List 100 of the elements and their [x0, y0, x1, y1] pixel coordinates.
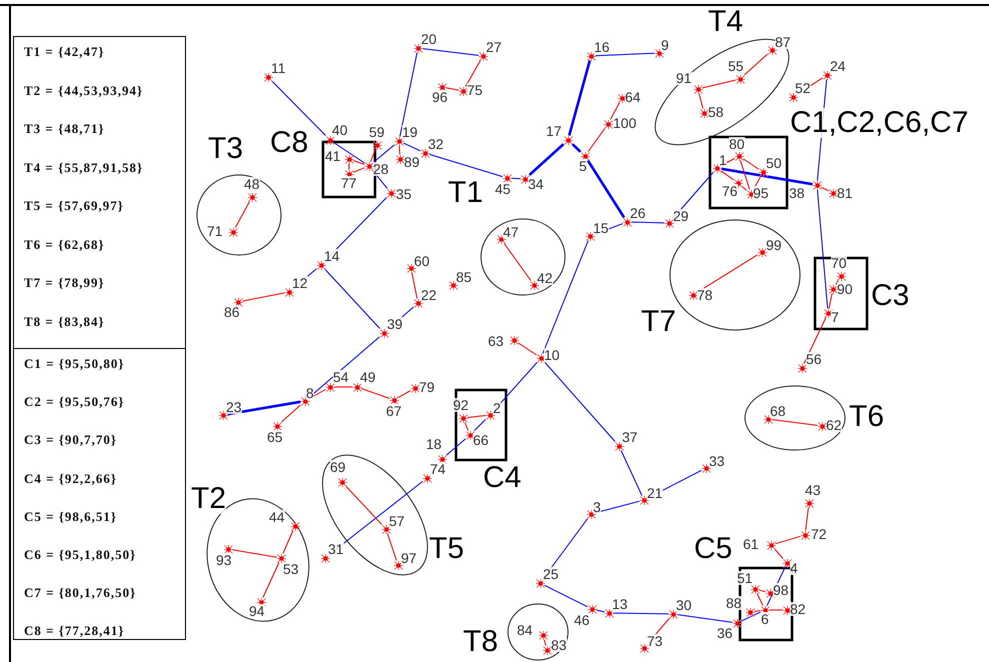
point-label: 30 — [676, 598, 692, 612]
point-label: 2 — [493, 401, 501, 415]
set-definition: T3 = {48,71} — [24, 122, 105, 135]
point-marker — [284, 288, 294, 296]
point-label: 44 — [269, 510, 285, 524]
point-marker — [640, 644, 648, 652]
point-label: 100 — [613, 116, 636, 130]
point-label: 77 — [341, 176, 357, 190]
set-definition: T8 = {83,84} — [24, 314, 105, 328]
link-line — [464, 422, 469, 431]
point-label: 57 — [389, 514, 405, 528]
point-marker — [394, 136, 404, 146]
point-marker — [734, 178, 742, 188]
point-label: 76 — [722, 184, 738, 198]
link-line — [775, 536, 801, 544]
point-label: 98 — [773, 583, 789, 597]
link-line — [429, 154, 503, 178]
link-line — [595, 52, 655, 56]
link-line — [446, 438, 466, 456]
link-line — [816, 189, 828, 309]
point-label: 55 — [728, 59, 744, 73]
link-line — [282, 530, 294, 554]
point-marker — [736, 74, 744, 84]
point-label: 84 — [517, 623, 533, 637]
point-marker — [224, 544, 232, 554]
link-line — [403, 142, 421, 152]
link-line — [465, 60, 481, 87]
point-marker — [420, 148, 430, 158]
link-line — [242, 292, 285, 302]
point-marker — [290, 522, 300, 530]
point-label: 20 — [421, 32, 437, 46]
point-marker — [822, 70, 832, 80]
set-definition: C4 = {92,2,66} — [24, 472, 118, 485]
point-marker — [604, 120, 612, 128]
point-marker — [248, 192, 256, 202]
point-label: 27 — [486, 40, 502, 54]
set-definition: T2 = {44,53,93,94} — [24, 84, 144, 96]
point-marker — [694, 84, 702, 94]
point-marker — [818, 422, 826, 430]
point-label: 89 — [404, 155, 420, 169]
point-marker — [344, 154, 354, 164]
point-marker — [536, 578, 544, 588]
link-line — [370, 149, 376, 162]
point-label: 86 — [224, 305, 240, 319]
point-marker — [466, 430, 474, 440]
point-marker — [486, 410, 494, 420]
point-label: 79 — [419, 380, 435, 394]
point-label: 46 — [574, 613, 590, 627]
point-label: 13 — [612, 597, 628, 611]
set-definition: T6 = {62,68} — [24, 238, 105, 250]
point-marker — [836, 272, 846, 280]
point-marker — [580, 152, 590, 160]
link-line — [422, 48, 479, 56]
point-marker — [344, 170, 354, 178]
point-label: 15 — [593, 221, 609, 235]
point-label: 72 — [811, 527, 827, 541]
link-line — [262, 562, 280, 598]
link-line — [756, 593, 764, 606]
point-marker — [622, 218, 632, 226]
point-marker — [520, 174, 530, 184]
link-line — [474, 419, 486, 431]
link-line — [373, 144, 395, 163]
point-label: 9 — [661, 38, 669, 52]
set-definition: T5 = {57,69,97} — [24, 199, 124, 212]
link-line — [411, 272, 418, 299]
link-line — [572, 143, 582, 153]
point-marker — [764, 414, 772, 424]
point-label: 69 — [330, 460, 346, 474]
point-label: 25 — [543, 567, 559, 581]
link-line — [353, 167, 365, 173]
point-label: 83 — [551, 638, 567, 652]
point-label: 35 — [396, 187, 412, 201]
point-label: 17 — [546, 124, 562, 138]
point-label: 75 — [467, 83, 483, 97]
point-marker — [382, 524, 390, 534]
point-label: 51 — [737, 571, 753, 585]
point-label: 94 — [249, 604, 265, 618]
link-line — [272, 81, 326, 136]
point-label: 52 — [795, 81, 811, 95]
cluster-label: T2 — [191, 484, 226, 514]
point-label: 53 — [283, 562, 299, 576]
point-marker — [380, 328, 388, 338]
point-marker — [798, 364, 806, 372]
link-line — [613, 612, 669, 614]
set-definition: C7 = {80,1,76,50} — [24, 586, 136, 600]
link-line — [596, 610, 605, 612]
link-line — [528, 143, 564, 176]
point-marker — [734, 152, 744, 160]
point-marker — [712, 164, 722, 172]
point-marker — [758, 248, 766, 256]
point-marker — [410, 384, 420, 392]
set-definition: C8 = {77,28,41} — [24, 624, 125, 638]
set-definition: C1 = {95,50,80} — [24, 357, 125, 370]
point-label: 90 — [837, 282, 853, 296]
link-line — [568, 60, 592, 136]
link-line — [816, 79, 828, 181]
point-label: 87 — [775, 35, 791, 49]
point-marker — [320, 554, 330, 562]
point-label: 43 — [805, 483, 821, 497]
point-label: 63 — [488, 334, 504, 348]
